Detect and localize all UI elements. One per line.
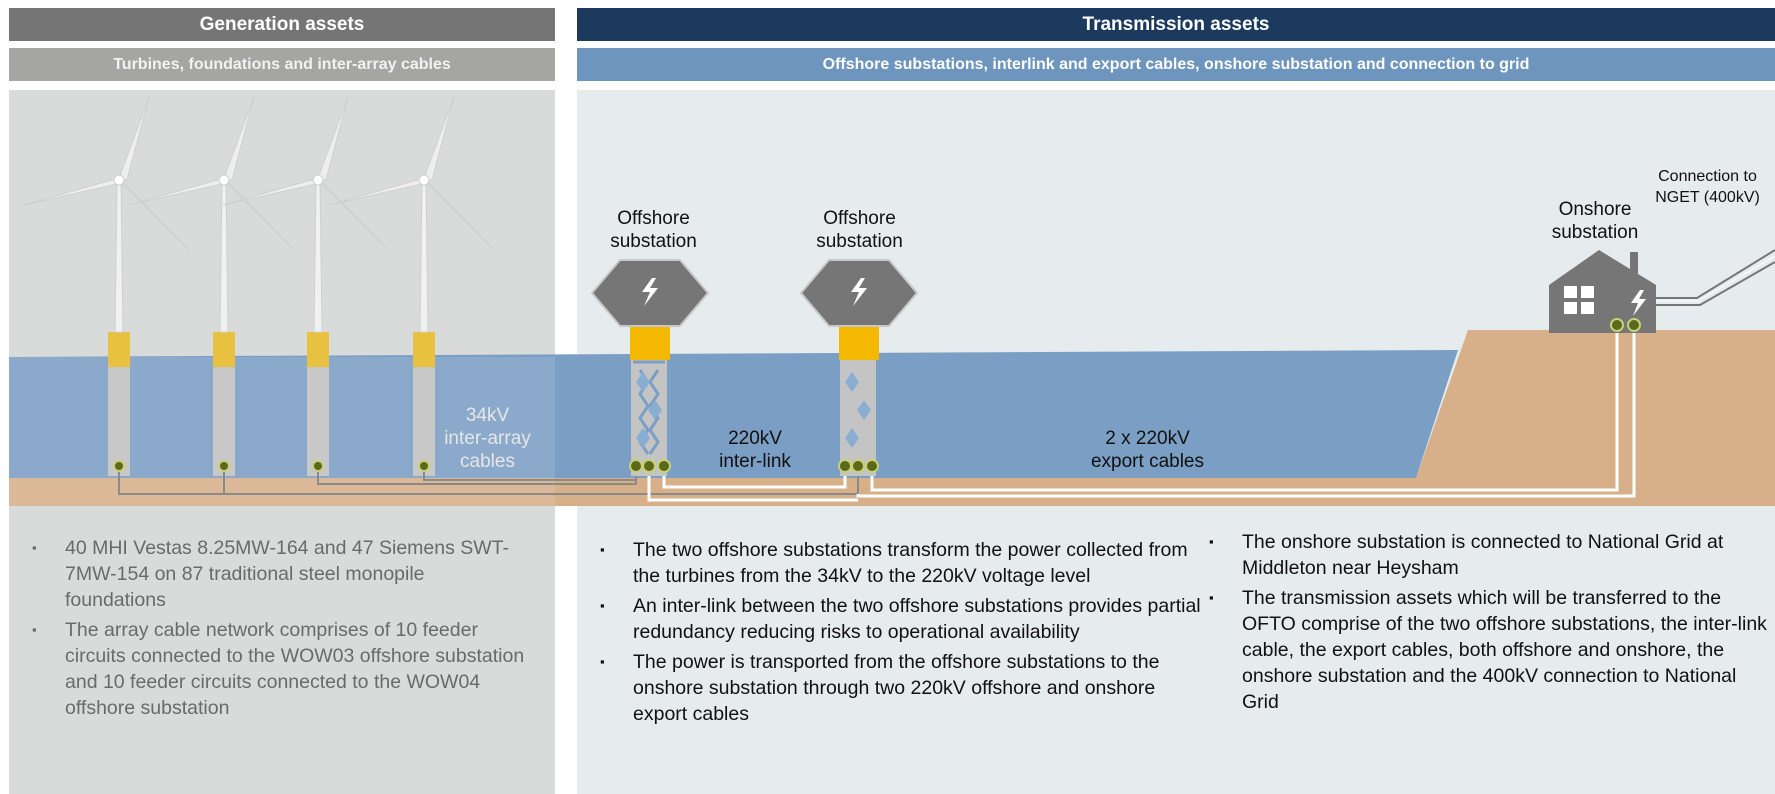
generation-overlay	[9, 357, 555, 506]
list-item: The array cable network comprises of 10 …	[30, 617, 530, 721]
list-item: The power is transported from the offsho…	[598, 649, 1208, 727]
house-substation-icon	[1549, 250, 1656, 333]
wind-turbine-icon	[23, 96, 190, 476]
list-item: 40 MHI Vestas 8.25MW-164 and 47 Siemens …	[30, 535, 530, 613]
generation-assets-subheader: Turbines, foundations and inter-array ca…	[9, 48, 555, 81]
list-item: The onshore substation is connected to N…	[1207, 529, 1767, 581]
list-item: The two offshore substations transform t…	[598, 537, 1208, 589]
lightning-icon	[851, 278, 867, 306]
seabed-and-land	[9, 330, 1775, 506]
lightning-icon	[1631, 290, 1646, 316]
wind-turbine-icon	[328, 96, 495, 476]
generation-assets-header: Generation assets	[9, 8, 555, 41]
list-item: The transmission assets which will be tr…	[1207, 585, 1767, 715]
transmission-bullet-list-right: The onshore substation is connected to N…	[1207, 529, 1767, 719]
substation-hexagon-icon	[590, 259, 710, 476]
transmission-bullet-list-left: The two offshore substations transform t…	[598, 537, 1208, 731]
list-item: An inter-link between the two offshore s…	[598, 593, 1208, 645]
substation-hexagon-icon	[799, 259, 919, 476]
transmission-cables	[647, 325, 1636, 502]
sea	[9, 350, 1458, 478]
wind-turbine-icon	[222, 96, 389, 476]
lightning-icon	[642, 278, 658, 306]
wind-turbine-icon	[128, 96, 295, 476]
transmission-assets-subheader: Offshore substations, interlink and expo…	[577, 48, 1775, 81]
generation-bullet-list: 40 MHI Vestas 8.25MW-164 and 47 Siemens …	[30, 535, 530, 725]
transmission-assets-header: Transmission assets	[577, 8, 1775, 41]
grid-connection-lines	[1656, 249, 1775, 306]
